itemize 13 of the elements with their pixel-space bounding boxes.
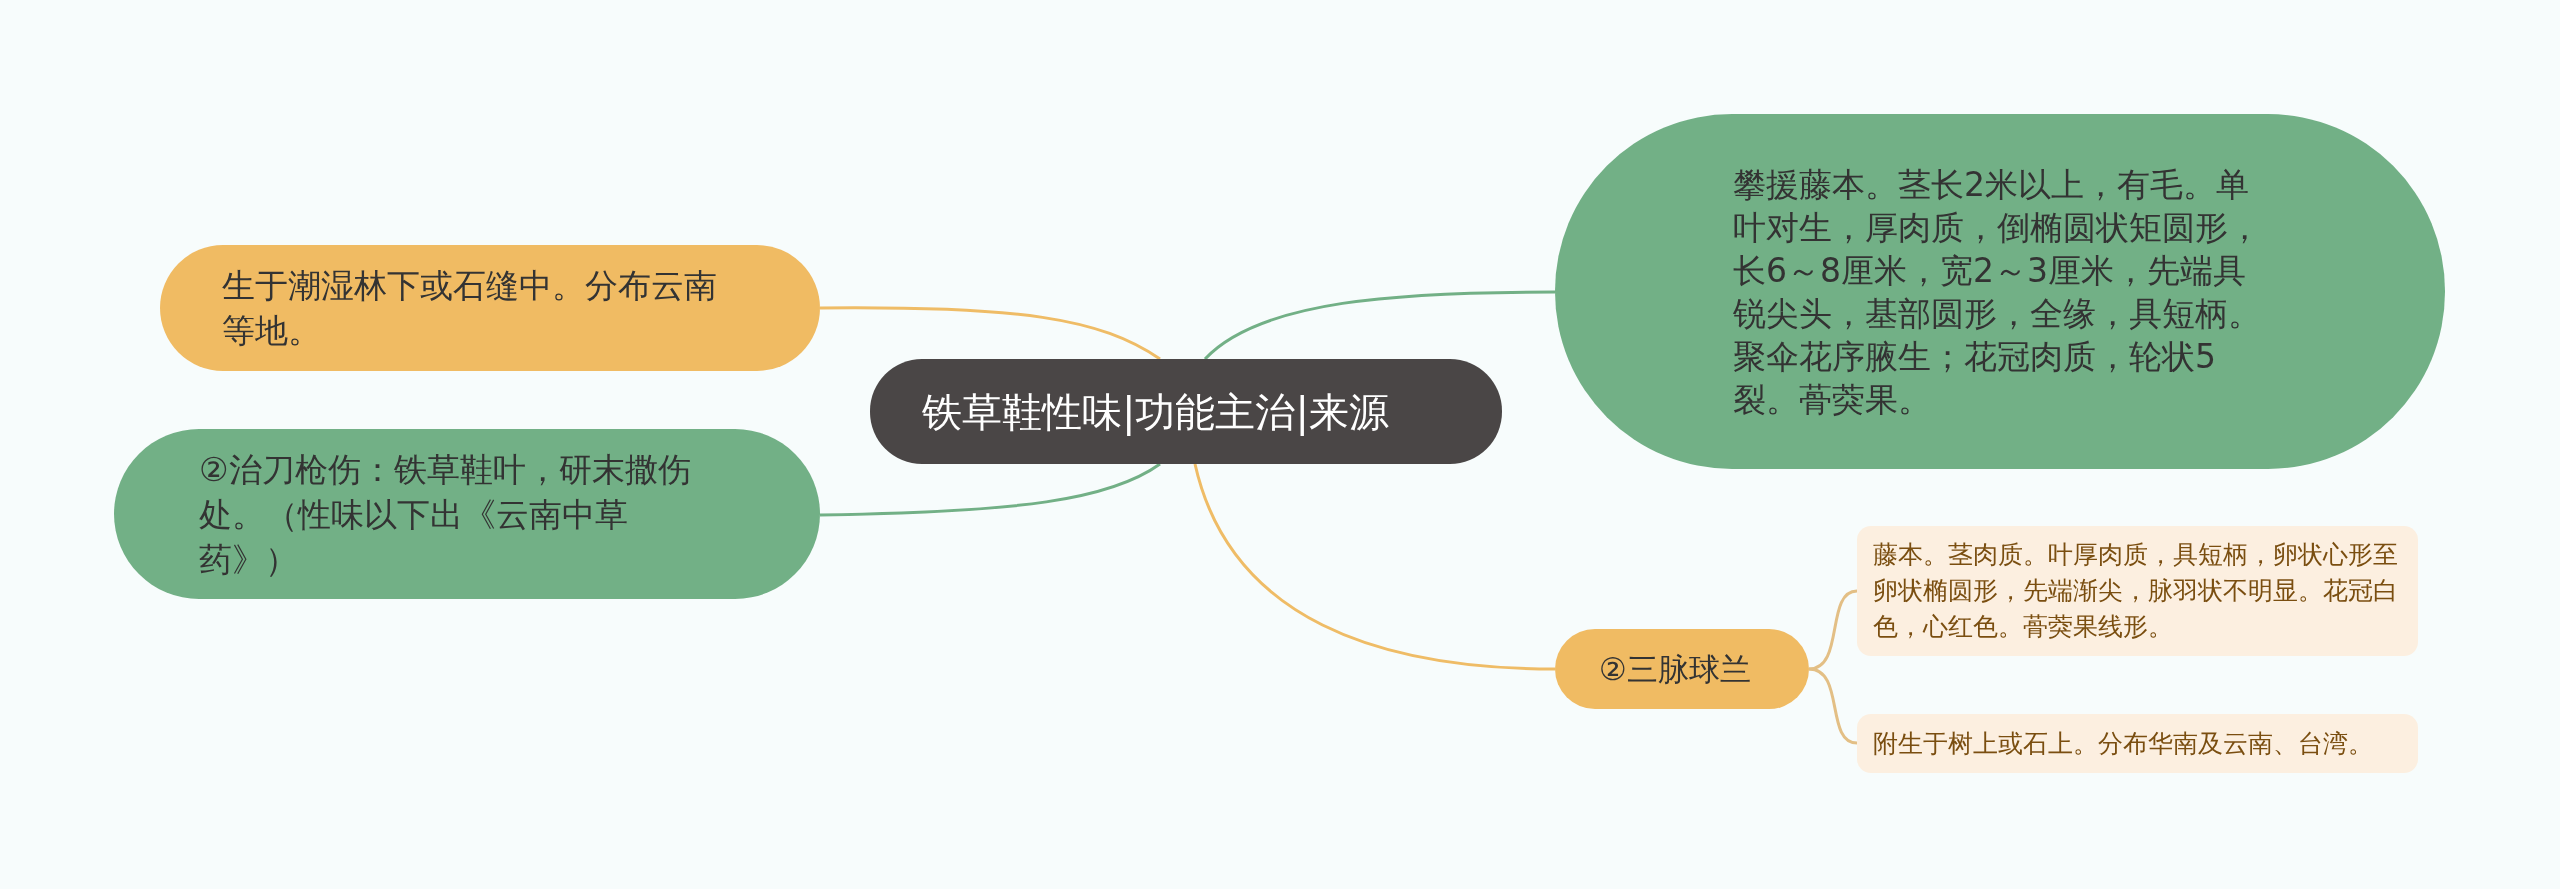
connector-line (1193, 463, 1556, 671)
topic-bubble: 攀援藤本。茎长2米以上，有毛。单叶对生，厚肉质，倒椭圆状矩圆形，长6～8厘米，宽2～3厘米，先端具锐尖头，基部圆形，全缘，具短柄。聚伞花序腋生；花冠肉质，轮状5裂。蓇葖果。 (1555, 114, 2445, 469)
detail-card: 附生于树上或石上。分布华南及云南、台湾。 (1857, 714, 2418, 773)
connector-line (1808, 589, 1858, 671)
detail-card: 藤本。茎肉质。叶厚肉质，具短柄，卵状心形至卵状椭圆形，先端渐尖，脉羽状不明显。花冠白色，心红色。蓇葖果线形。 (1857, 526, 2418, 656)
connector-line (820, 306, 1161, 361)
central-topic: 铁草鞋性味|功能主治|来源 (870, 359, 1502, 464)
connector-line (819, 462, 1161, 517)
topic-bubble: 生于潮湿林下或石缝中。分布云南等地。 (160, 245, 820, 371)
connector-line (1808, 667, 1858, 745)
topic-bubble: ②三脉球兰 (1555, 629, 1809, 709)
connector-line (1204, 290, 1555, 361)
topic-bubble: ②治刀枪伤：铁草鞋叶，研末撒伤处。（性味以下出《云南中草药》） (114, 429, 820, 599)
